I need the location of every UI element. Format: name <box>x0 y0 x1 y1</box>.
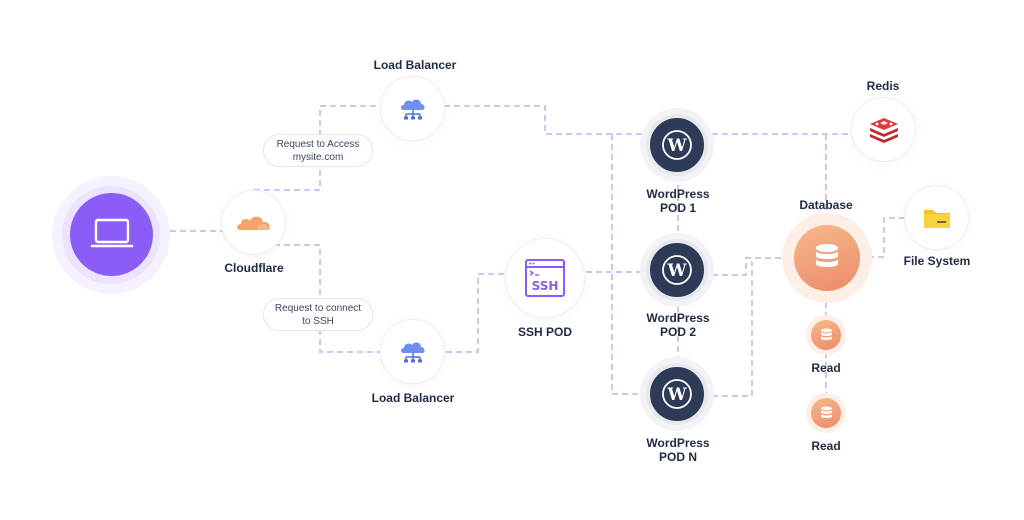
load-balancer-top-node[interactable] <box>380 76 445 141</box>
database-icon <box>820 406 832 418</box>
edge-label-access-line1: Request to Access <box>276 138 360 150</box>
load-balancer-bottom-label: Load Balancer <box>371 391 455 405</box>
wordpress-pod-n-line2: POD N <box>658 450 697 464</box>
ssh-terminal-icon: SSH <box>525 259 565 297</box>
edge-lb-top-wp1 <box>444 105 643 135</box>
load-balancer-top-label: Load Balancer <box>373 58 457 72</box>
edge-wpn-db <box>712 262 753 397</box>
wordpress-pod-1-node[interactable]: W <box>646 114 708 176</box>
svg-text:W: W <box>666 136 687 156</box>
edge-label-access: Request to Access mysite.com <box>263 134 373 167</box>
cloudflare-label: Cloudflare <box>224 261 284 275</box>
svg-text:W: W <box>666 385 687 405</box>
edge-cloudflare-lb-bottom <box>254 244 380 353</box>
database-node[interactable] <box>794 225 860 291</box>
wordpress-icon: W <box>662 130 692 160</box>
load-balancer-bottom-node[interactable] <box>380 319 445 384</box>
client-node[interactable] <box>70 193 153 276</box>
ssh-pod-label: SSH POD <box>517 325 572 339</box>
redis-icon <box>869 117 898 143</box>
network-cloud-icon <box>400 342 425 362</box>
wordpress-pod-2-line1: WordPress <box>646 311 710 325</box>
network-cloud-icon <box>400 99 425 119</box>
redis-label: Redis <box>866 79 900 93</box>
edge-label-ssh: Request to connect to SSH <box>263 298 373 331</box>
ssh-icon-text: SSH <box>532 279 559 293</box>
wordpress-pod-n-line1: WordPress <box>646 436 710 450</box>
wordpress-pod-1-line2: POD 1 <box>659 201 696 215</box>
wordpress-pod-n-node[interactable]: W <box>646 363 708 425</box>
wordpress-pod-2-node[interactable]: W <box>646 239 708 301</box>
edge-wp2-db <box>712 257 790 276</box>
database-icon <box>816 244 838 267</box>
edge-lb-bottom-ssh <box>446 273 505 353</box>
wordpress-pod-n-label: WordPress POD N <box>630 436 726 464</box>
database-icon <box>820 328 832 340</box>
wordpress-pod-2-line2: POD 2 <box>659 325 696 339</box>
read-2-node[interactable] <box>811 398 841 428</box>
edge-cloudflare-lb-top <box>254 105 380 191</box>
edge-label-ssh-line1: Request to connect <box>274 302 362 314</box>
cloudflare-node[interactable] <box>221 190 286 255</box>
folder-icon <box>923 209 950 228</box>
laptop-icon <box>90 218 133 247</box>
wordpress-pod-1-label: WordPress POD 1 <box>630 187 726 215</box>
read-1-label: Read <box>811 361 841 375</box>
edge-bus-wp <box>611 134 646 395</box>
file-system-label: File System <box>903 254 971 268</box>
read-1-node[interactable] <box>811 320 841 350</box>
ssh-pod-node[interactable]: SSH <box>505 238 585 318</box>
svg-text:W: W <box>666 261 687 281</box>
wordpress-icon: W <box>662 379 692 409</box>
edge-label-ssh-line2: to SSH <box>302 315 334 327</box>
wordpress-pod-2-label: WordPress POD 2 <box>630 311 726 339</box>
wordpress-pod-1-line1: WordPress <box>646 187 710 201</box>
read-2-label: Read <box>811 439 841 453</box>
file-system-node[interactable] <box>904 185 969 250</box>
wordpress-icon: W <box>662 255 692 285</box>
cloud-icon <box>236 216 270 230</box>
redis-node[interactable] <box>851 97 916 162</box>
edge-label-access-line2: mysite.com <box>292 151 344 163</box>
database-label: Database <box>799 198 853 212</box>
